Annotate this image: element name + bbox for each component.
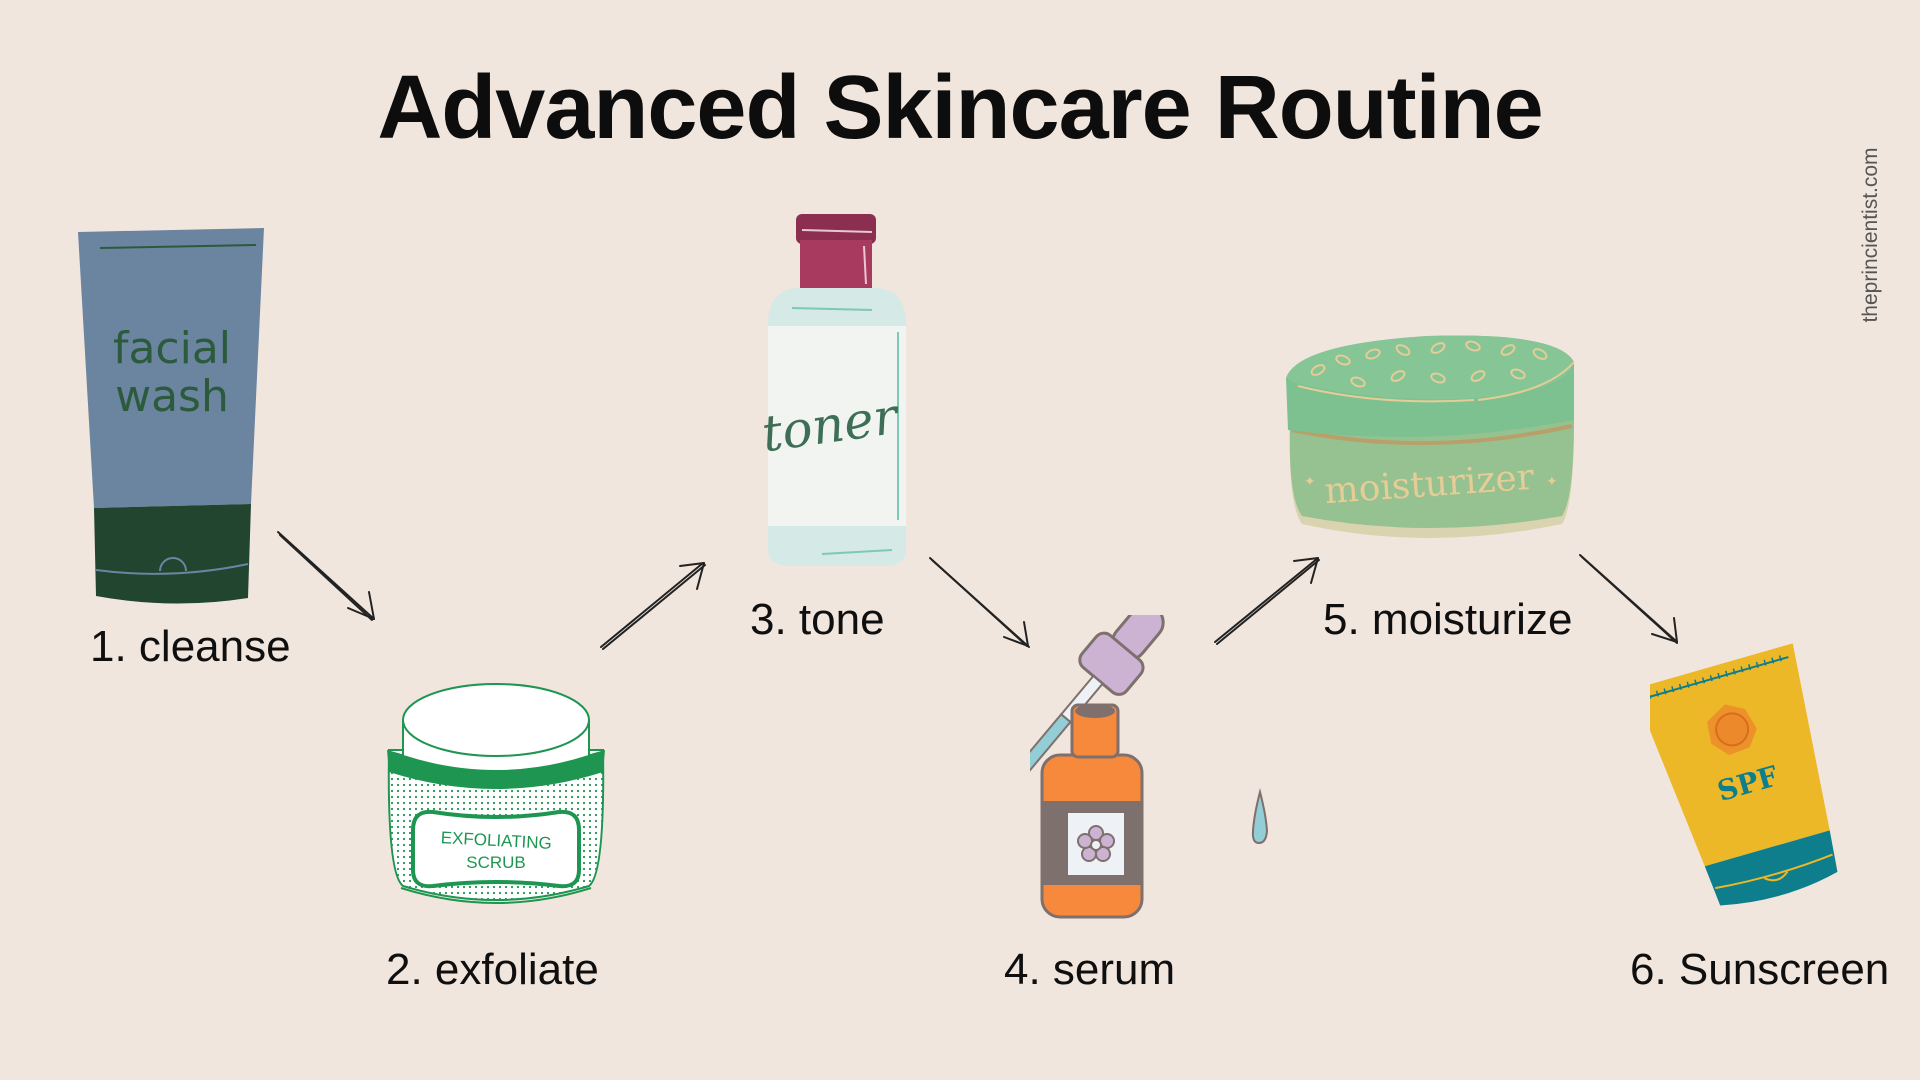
step-label-serum: 4. serum	[1004, 945, 1176, 994]
step-label-tone: 3. tone	[750, 595, 885, 644]
watermark-text: theprincientist.com	[1859, 147, 1882, 323]
facial-wash-line1: facial	[113, 323, 231, 374]
page-title: Advanced Skincare Routine	[377, 58, 1543, 158]
step-label-moisturize: 5. moisturize	[1323, 595, 1573, 644]
svg-text:✦: ✦	[1304, 473, 1316, 489]
arrow-2-icon	[600, 562, 706, 650]
svg-text:✦: ✦	[1546, 473, 1558, 489]
facial-wash-icon: facial wash	[76, 228, 268, 604]
exfoliating-scrub-icon: EXFOLIATING SCRUB	[383, 674, 609, 910]
arrow-1-icon	[277, 531, 375, 621]
serum-bottle-icon	[1030, 615, 1290, 920]
arrow-3-icon	[929, 557, 1030, 648]
scrub-line2: SCRUB	[466, 853, 526, 872]
step-label-exfoliate: 2. exfoliate	[386, 945, 599, 994]
toner-bottle-icon: toner	[762, 210, 912, 570]
facial-wash-line2: wash	[115, 371, 229, 422]
step-label-sunscreen: 6. Sunscreen	[1630, 945, 1890, 994]
watermark: theprincientist.com	[1846, 135, 1896, 335]
sunscreen-tube-icon: SPF	[1650, 630, 1850, 910]
moisturizer-jar-icon: moisturizer ✦ ✦	[1278, 326, 1580, 548]
step-label-cleanse: 1. cleanse	[90, 622, 291, 671]
